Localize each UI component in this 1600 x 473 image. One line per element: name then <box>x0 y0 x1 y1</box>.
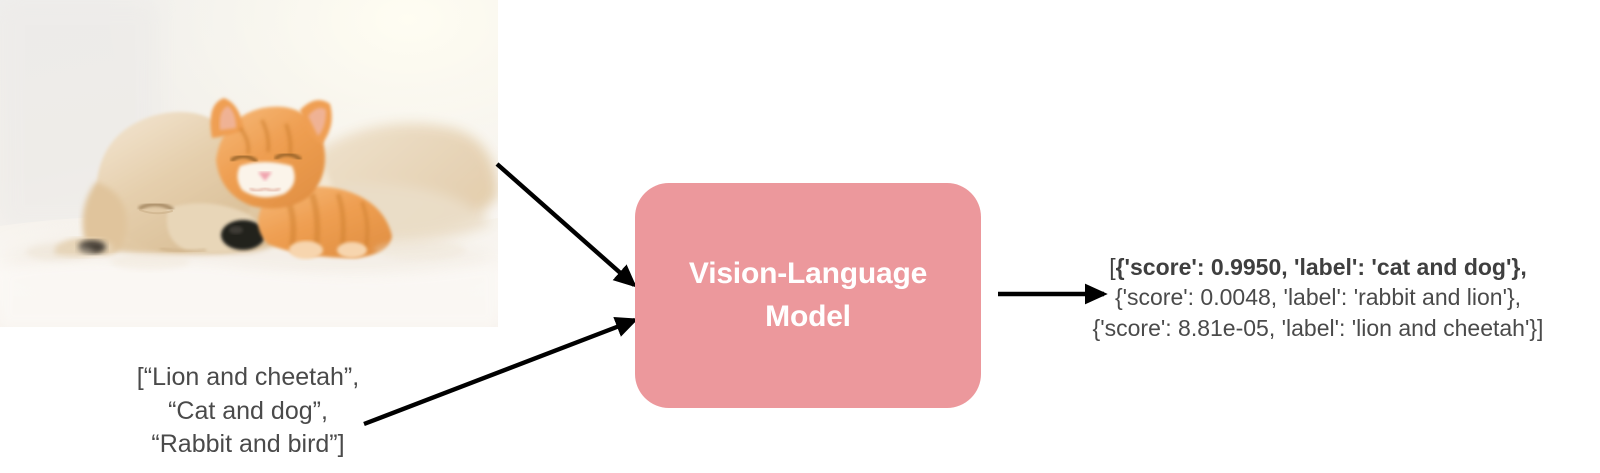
prompt-labels-list: [“Lion and cheetah”, “Cat and dog”, “Rab… <box>88 361 408 462</box>
output-predictions: [{'score': 0.9950, 'label': 'cat and dog… <box>1040 252 1596 343</box>
prompt-line: “Cat and dog”, <box>168 396 328 425</box>
prediction-line: {'score': 0.0048, 'label': 'rabbit and l… <box>1114 284 1522 311</box>
input-image[interactable] <box>0 0 498 327</box>
prompt-line: “Rabbit and bird”] <box>151 430 345 458</box>
prediction-line: {'score': 8.81e-05, 'label': 'lion and c… <box>1092 314 1544 341</box>
prompt-line: [“Lion and cheetah”, <box>136 363 360 391</box>
prediction-line-top: [{'score': 0.9950, 'label': 'cat and dog… <box>1040 252 1596 282</box>
puppy-and-kitten-photo <box>0 0 498 327</box>
output-open-bracket: [ <box>1109 254 1116 280</box>
model-box-label: Vision-Language Model <box>688 256 928 333</box>
arrow-image-to-model <box>495 162 637 288</box>
prediction-text: {'score': 0.9950, 'label': 'cat and dog'… <box>1115 254 1527 280</box>
vision-language-model-box[interactable]: Vision-Language Model <box>635 183 981 408</box>
